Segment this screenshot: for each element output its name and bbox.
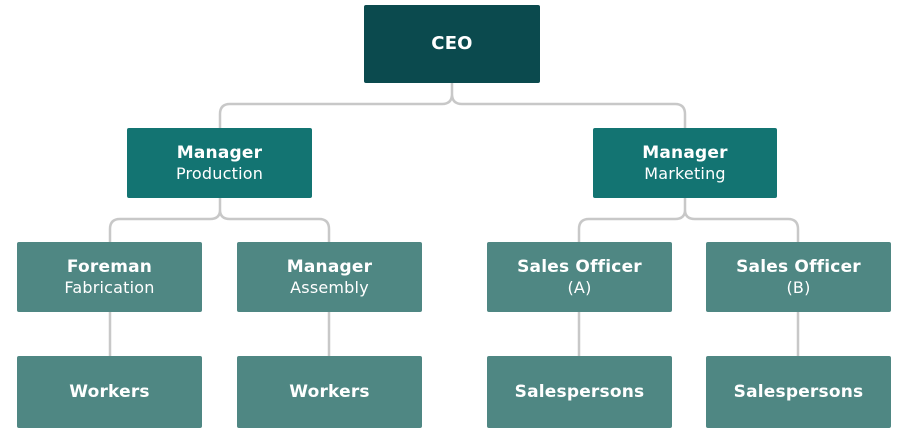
node-workers-fabrication: Workers [17,356,202,428]
node-manager-marketing-subtitle: Marketing [644,163,726,183]
node-manager-production-title: Manager [176,142,263,163]
node-sales-officer-a-title: Sales Officer [517,256,642,277]
node-manager-production: Manager Production [127,128,312,198]
node-salespersons-b-title: Salespersons [733,381,864,402]
node-manager-assembly-title: Manager [286,256,373,277]
node-workers-assembly: Workers [237,356,422,428]
node-manager-marketing-title: Manager [642,142,728,163]
node-manager-assembly: Manager Assembly [237,242,422,312]
node-workers-fabrication-title: Workers [69,381,150,402]
connector-ceo-managers [218,81,687,130]
node-salespersons-b: Salespersons [706,356,891,428]
node-workers-assembly-title: Workers [289,381,370,402]
node-sales-officer-b-title: Sales Officer [736,256,861,277]
node-sales-officer-a: Sales Officer (A) [487,242,672,312]
node-manager-marketing: Manager Marketing [593,128,777,198]
node-manager-assembly-subtitle: Assembly [290,277,369,297]
node-sales-officer-a-subtitle: (A) [567,277,592,297]
node-manager-production-subtitle: Production [175,163,264,183]
connector-marketing-children [577,196,800,244]
node-salespersons-a: Salespersons [487,356,672,428]
node-foreman-fabrication-title: Foreman [66,256,153,277]
node-ceo-title: CEO [431,33,473,55]
connector-production-children [108,196,331,244]
node-ceo: CEO [364,5,540,83]
node-sales-officer-b: Sales Officer (B) [706,242,891,312]
node-salespersons-a-title: Salespersons [514,381,645,402]
node-foreman-fabrication: Foreman Fabrication [17,242,202,312]
node-foreman-fabrication-subtitle: Fabrication [64,277,155,297]
node-sales-officer-b-subtitle: (B) [786,277,811,297]
